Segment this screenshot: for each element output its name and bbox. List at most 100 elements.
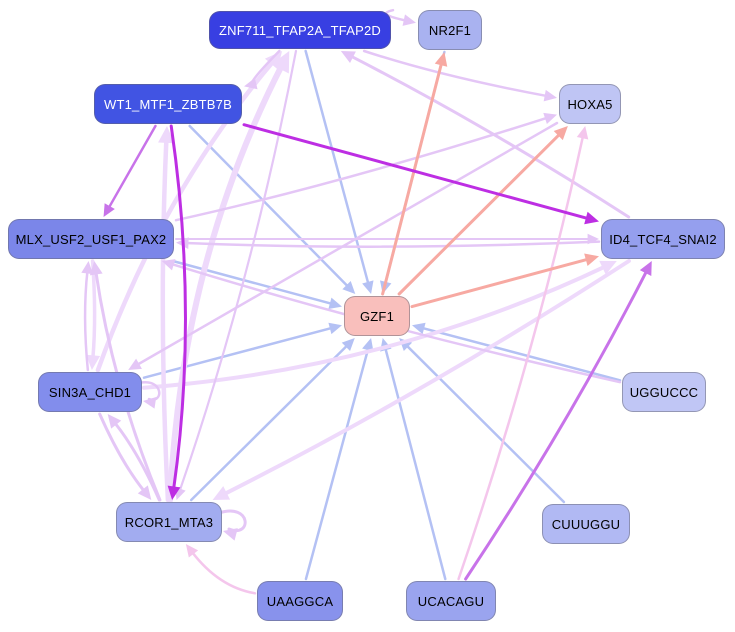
- edge-rcor1-sin3a[interactable]: [107, 414, 161, 502]
- edge-line: [397, 132, 562, 296]
- edge-arrowhead: [584, 211, 599, 225]
- edge-line: [178, 49, 298, 493]
- edge-arrowhead: [576, 126, 589, 140]
- edge-uaaggca-gzf1[interactable]: [304, 338, 374, 581]
- edge-arrowhead: [244, 77, 258, 90]
- edge-line: [242, 123, 591, 221]
- edge-arrowhead: [639, 261, 652, 277]
- edge-id4-znf711[interactable]: [340, 51, 631, 219]
- node-label: CUUUGGU: [551, 516, 621, 532]
- edge-arrowhead: [584, 253, 599, 266]
- graph-node-wt1[interactable]: WT1_MTF1_ZBTB7B: [94, 84, 242, 124]
- graph-node-ugguccc[interactable]: UGGUCCC: [622, 372, 706, 412]
- edge-arrowhead: [128, 358, 142, 370]
- edge-line: [98, 412, 147, 494]
- node-label: UCACAGU: [417, 593, 485, 609]
- node-label: WT1_MTF1_ZBTB7B: [104, 96, 232, 112]
- edge-arrowhead: [328, 297, 342, 310]
- edge-ucacagu-hoxa5[interactable]: [457, 126, 589, 581]
- edge-rcor1-wt1[interactable]: [158, 126, 175, 503]
- edge-arrowhead: [167, 485, 181, 500]
- node-label: ID4_TCF4_SNAI2: [609, 231, 717, 247]
- edge-znf711-gzf1[interactable]: [304, 49, 374, 294]
- edge-arrowhead: [362, 338, 374, 352]
- edge-arrowhead: [412, 322, 426, 335]
- edge-gzf1-hoxa5[interactable]: [397, 126, 568, 296]
- graph-node-nr2f1[interactable]: NR2F1: [418, 10, 482, 50]
- graph-node-znf711[interactable]: ZNF711_TFAP2A_TFAP2D: [209, 11, 391, 49]
- edge-line: [383, 346, 447, 581]
- graph-node-gzf1[interactable]: GZF1: [344, 296, 410, 336]
- edge-hoxa5-sin3a[interactable]: [128, 121, 559, 370]
- edge-arrowhead: [553, 126, 568, 141]
- edge-ugguccc-gzf1[interactable]: [412, 322, 622, 382]
- node-label: MLX_USF2_USF1_PAX2: [15, 231, 167, 247]
- edge-sin3a-rcor1[interactable]: [98, 412, 152, 500]
- graph-node-mlx[interactable]: MLX_USF2_USF1_PAX2: [8, 219, 174, 259]
- graph-node-cuuuggu[interactable]: CUUUGGU: [542, 504, 630, 544]
- node-label: NR2F1: [428, 22, 472, 38]
- edge-arrowhead: [81, 261, 94, 275]
- edge-arrowhead: [161, 259, 176, 271]
- node-label: ZNF711_TFAP2A_TFAP2D: [219, 22, 381, 38]
- edge-wt1-rcor1[interactable]: [167, 124, 187, 500]
- edge-sin3a-mlx[interactable]: [81, 261, 94, 372]
- edge-line: [349, 54, 631, 219]
- edge-arrowhead: [212, 486, 231, 500]
- node-label: UAAGGCA: [266, 593, 334, 609]
- node-label: HOXA5: [567, 96, 613, 112]
- node-label: RCOR1_MTA3: [124, 514, 214, 530]
- edge-line: [464, 269, 649, 581]
- edge-gzf1-nr2f1[interactable]: [381, 52, 448, 296]
- edge-line: [381, 61, 444, 296]
- graph-node-ucacagu[interactable]: UCACAGU: [406, 581, 496, 621]
- edge-arrowhead: [264, 51, 283, 70]
- edge-arrowhead: [362, 280, 374, 294]
- edge-arrowhead: [103, 203, 115, 217]
- self-loop-sin3a[interactable]: [137, 381, 161, 409]
- edge-line: [107, 124, 157, 210]
- node-label: SIN3A_CHD1: [48, 384, 132, 400]
- graph-node-sin3a[interactable]: SIN3A_CHD1: [38, 372, 142, 412]
- edge-line: [135, 121, 559, 367]
- edge-arrowhead: [328, 322, 342, 335]
- edge-arrowhead: [223, 528, 238, 541]
- node-label: GZF1: [359, 308, 395, 324]
- edge-line: [457, 134, 585, 581]
- edge-arrowhead: [402, 14, 416, 26]
- self-loop-rcor1[interactable]: [217, 509, 247, 541]
- edge-line: [221, 259, 631, 497]
- edge-arrowhead: [185, 544, 199, 558]
- edge-arrowhead: [341, 338, 355, 351]
- edge-id4-rcor1[interactable]: [212, 259, 631, 500]
- edge-wt1-id4[interactable]: [242, 123, 599, 225]
- edge-sin3a-znf711[interactable]: [95, 51, 283, 373]
- edge-line: [404, 343, 566, 504]
- edge-uaaggca-rcor1[interactable]: [185, 544, 257, 595]
- edge-arrowhead: [543, 112, 557, 125]
- edge-arrowhead: [599, 260, 617, 275]
- edge-znf711-wt1[interactable]: [244, 49, 281, 90]
- edge-wt1-mlx[interactable]: [103, 124, 157, 217]
- edge-line: [160, 137, 171, 503]
- edge-line: [362, 49, 549, 98]
- edge-rcor1-gzf1[interactable]: [189, 338, 355, 502]
- edge-line: [304, 346, 370, 581]
- graph-node-id4[interactable]: ID4_TCF4_SNAI2: [601, 219, 725, 259]
- graph-node-rcor1[interactable]: RCOR1_MTA3: [116, 502, 222, 542]
- graph-node-hoxa5[interactable]: HOXA5: [559, 84, 621, 124]
- edge-gzf1-id4[interactable]: [410, 253, 599, 309]
- edge-arrowhead: [271, 51, 290, 74]
- edge-ucacagu-id4[interactable]: [464, 261, 652, 581]
- edge-line: [95, 59, 276, 373]
- graph-node-uaaggca[interactable]: UAAGGCA: [257, 581, 343, 621]
- edge-rcor1-znf711[interactable]: [167, 51, 290, 503]
- node-label: UGGUCCC: [629, 384, 699, 400]
- edge-line: [83, 269, 90, 372]
- edge-line: [420, 326, 622, 382]
- edge-znf711-hoxa5[interactable]: [362, 49, 557, 102]
- edge-line: [169, 124, 187, 491]
